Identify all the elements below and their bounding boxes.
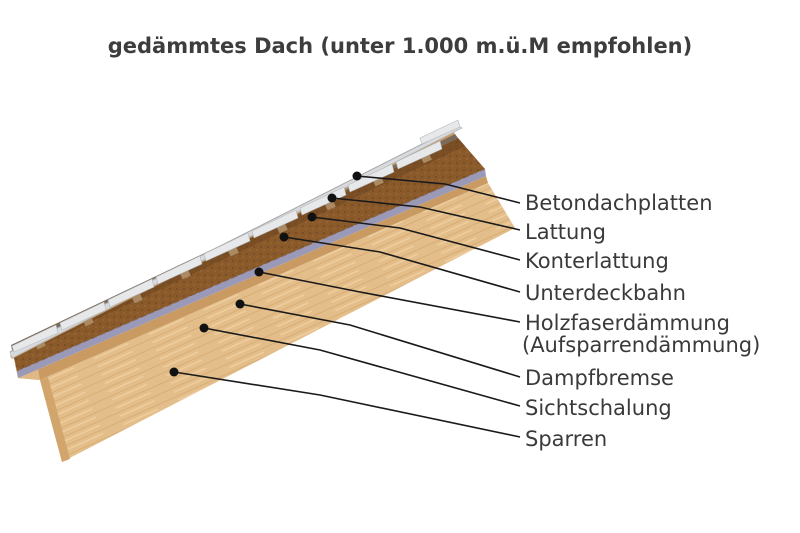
rafter-end-face [40, 377, 70, 462]
label-aufsparrendaemmung: (Aufsparrendämmung) [522, 333, 760, 357]
boarding-layer [18, 176, 488, 380]
dot-unterdeckbahn [279, 232, 289, 242]
label-konterlattung: Konterlattung [525, 249, 669, 273]
dot-dampfbremse [235, 299, 245, 309]
leader-line-betondachplatten [356, 175, 521, 204]
insulation-shade [12, 138, 465, 358]
page-title: gedämmtes Dach (unter 1.000 m.ü.M empfoh… [107, 34, 693, 58]
leader-line-lattung [331, 197, 521, 231]
vapour-barrier-layer [17, 169, 486, 378]
dot-lattung [327, 193, 337, 203]
leader-line-sichtschalung [203, 327, 521, 407]
label-lattung: Lattung [525, 220, 606, 244]
label-betondachplatten: Betondachplatten [525, 191, 713, 215]
label-dampfbremse: Dampfbremse [525, 366, 674, 390]
label-unterdeckbahn: Unterdeckbahn [525, 281, 686, 305]
leader-dots [169, 171, 362, 377]
rafter-layer [40, 183, 515, 462]
leader-lines [173, 175, 521, 438]
dot-sichtschalung [199, 323, 209, 333]
label-holzfaserdaemmung: Holzfaserdämmung [525, 311, 730, 335]
label-sparren: Sparren [525, 427, 607, 451]
leader-line-sparren [173, 371, 521, 438]
dot-konterlattung [307, 212, 317, 222]
dot-sparren [169, 367, 179, 377]
leader-line-holzfaserdaemmung [258, 271, 521, 323]
leader-line-konterlattung [311, 216, 521, 261]
leader-line-unterdeckbahn [283, 236, 521, 293]
dot-holzfaserdaemmung [254, 267, 264, 277]
label-sichtschalung: Sichtschalung [525, 396, 672, 420]
dot-betondachplatten [352, 171, 362, 181]
insulation-layer [12, 138, 485, 371]
leader-line-dampfbremse [239, 303, 521, 378]
layer-labels: Betondachplatten Lattung Konterlattung U… [522, 191, 760, 451]
